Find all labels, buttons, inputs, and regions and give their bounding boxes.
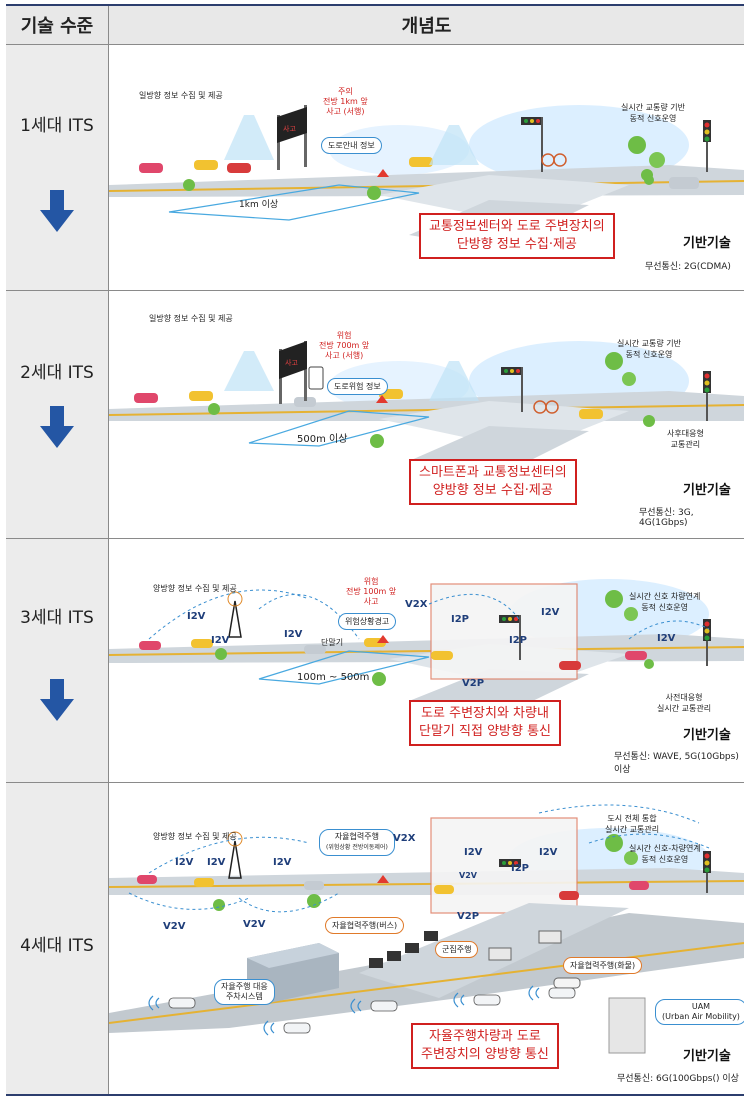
top-right-caption: 실시간 신호 차량연계 동적 신호운영	[629, 592, 701, 612]
left-cell-3	[6, 539, 109, 783]
summary-box: 도로 주변장치와 차량내 단말기 직접 양방향 통신	[409, 700, 561, 746]
concept-cell-2: 사고 일방향 정보 수집 및 제공 위험 전방 700m 앞 사고 (서행) 도…	[109, 291, 744, 539]
comm-label: 무선통신: WAVE, 5G(10Gbps) 이상	[614, 752, 739, 775]
summary-box: 자율주행차량과 도로 주변장치의 양방향 통신	[411, 1023, 559, 1069]
its-table: 기술 수준 개념도 1세대 ITS 2세대 ITS 3세대 ITS 4세대 IT…	[6, 4, 744, 1096]
top-left-caption: 일방향 정보 수집 및 제공	[139, 91, 223, 100]
info-pill: 도로위험 정보	[327, 378, 388, 395]
v2p-label: V2P	[457, 911, 480, 922]
platoon-pill: 군집주행	[435, 941, 479, 958]
i2v-label-2: I2V	[211, 635, 230, 646]
i2v-label-1: I2V	[175, 857, 194, 868]
uam-pill: UAM (Urban Air Mobility)	[655, 999, 744, 1025]
top-right-caption: 실시간 교통량 기반 동적 신호운영	[617, 339, 681, 359]
header-concept: 개념도	[109, 6, 744, 45]
v2v-label-2: V2V	[243, 919, 266, 930]
coop-pill-label: 자율협력주행	[334, 832, 379, 841]
top-left-caption: 양방향 정보 수집 및 제공	[153, 832, 237, 841]
left-cell-1	[6, 45, 109, 291]
i2v-label-5: I2V	[657, 633, 676, 644]
tech-label: 기반기술	[683, 483, 731, 498]
warning-sign-text: 주의 전방 1km 앞 사고 (서행)	[323, 87, 368, 116]
generation-2: 2세대 ITS	[20, 363, 94, 383]
warning-sign-text: 위험 전방 100m 앞 사고	[346, 577, 397, 606]
i2p-label-1: I2P	[451, 614, 470, 625]
top-right-caption: 실시간 교통량 기반 동적 신호운영	[621, 103, 685, 123]
tech-label: 기반기술	[683, 728, 731, 743]
info-pill: 위험상황경고	[338, 613, 397, 630]
i2v-label-3: I2V	[273, 857, 292, 868]
i2v-label-1: I2V	[187, 611, 206, 622]
coop-pill: 자율협력주행 (위험상황 전방이동제어)	[319, 829, 395, 856]
i2v-label-5: I2V	[539, 847, 558, 858]
coop-pill-sub: (위험상황 전방이동제어)	[326, 844, 388, 851]
left-cell-4	[6, 783, 109, 1094]
v2v-label-1: V2V	[163, 921, 186, 932]
i2p-label-2: I2P	[509, 635, 528, 646]
v2v-label-3: V2V	[459, 871, 477, 880]
side-note: 사후대응형 교통관리	[667, 429, 704, 449]
top-right-caption-2: 실시간 신호-차량연계 동적 신호운영	[629, 844, 701, 864]
truck-pill: 자율협력주행(화물)	[563, 957, 643, 974]
concept-illustration-3	[109, 579, 744, 717]
i2v-label-4: I2V	[464, 847, 483, 858]
info-pill: 도로안내 정보	[321, 137, 382, 154]
distance-label: 500m 이상	[297, 434, 348, 445]
concept-cell-1: 사고 일방향 정보 수집 및 제공 주의 전방 1km 앞 사고 (서행) 도로…	[109, 45, 744, 291]
summary-box: 교통정보센터와 도로 주변장치의 단방향 정보 수집·제공	[419, 213, 615, 259]
distance-label: 100m ~ 500m	[297, 672, 370, 683]
tech-label: 기반기술	[683, 1049, 731, 1064]
top-left-caption: 일방향 정보 수집 및 제공	[149, 314, 233, 323]
generation-4: 4세대 ITS	[20, 936, 94, 956]
bus-pill: 자율협력주행(버스)	[325, 917, 405, 934]
terminal-label: 단말기	[321, 638, 344, 647]
down-arrow-icon	[40, 679, 74, 721]
concept-cell-4: 양방향 정보 수집 및 제공 자율협력주행 (위험상황 전방이동제어) V2X I…	[109, 783, 744, 1094]
side-note: 사전대응형 실시간 교통관리	[657, 693, 712, 713]
comm-label: 무선통신: 3G, 4G(1Gbps)	[639, 508, 694, 528]
parking-pill: 자율주행 대응 주차시스템	[214, 979, 275, 1005]
i2v-label-3: I2V	[284, 629, 303, 640]
comm-label: 무선통신: 6G(100Gbps() 이상	[617, 1074, 739, 1084]
v2p-label: V2P	[462, 678, 485, 689]
v2x-label: V2X	[393, 833, 416, 844]
tech-label: 기반기술	[683, 236, 731, 251]
i2p-label: I2P	[511, 863, 530, 874]
warning-sign-text: 위험 전방 700m 앞 사고 (서행)	[319, 331, 370, 360]
generation-1: 1세대 ITS	[20, 116, 94, 136]
comm-label: 무선통신: 2G(CDMA)	[645, 262, 731, 272]
distance-label: 1km 이상	[239, 200, 279, 210]
i2v-label-4: I2V	[541, 607, 560, 618]
i2v-label-2: I2V	[207, 857, 226, 868]
header-tech-level: 기술 수준	[6, 6, 109, 45]
svg-text:사고: 사고	[285, 358, 298, 367]
top-left-caption: 양방향 정보 수집 및 제공	[153, 584, 237, 593]
summary-box: 스마트폰과 교통정보센터의 양방향 정보 수집·제공	[409, 459, 577, 505]
concept-cell-3: 양방향 정보 수집 및 제공 위험 전방 100m 앞 사고 위험상황경고 단말…	[109, 539, 744, 783]
down-arrow-icon	[40, 406, 74, 448]
top-right-caption-1: 도시 전체 통합 실시간 교통관리	[605, 814, 660, 834]
svg-text:사고: 사고	[283, 124, 296, 133]
generation-3: 3세대 ITS	[20, 608, 94, 628]
down-arrow-icon	[40, 190, 74, 232]
v2x-label: V2X	[405, 599, 428, 610]
